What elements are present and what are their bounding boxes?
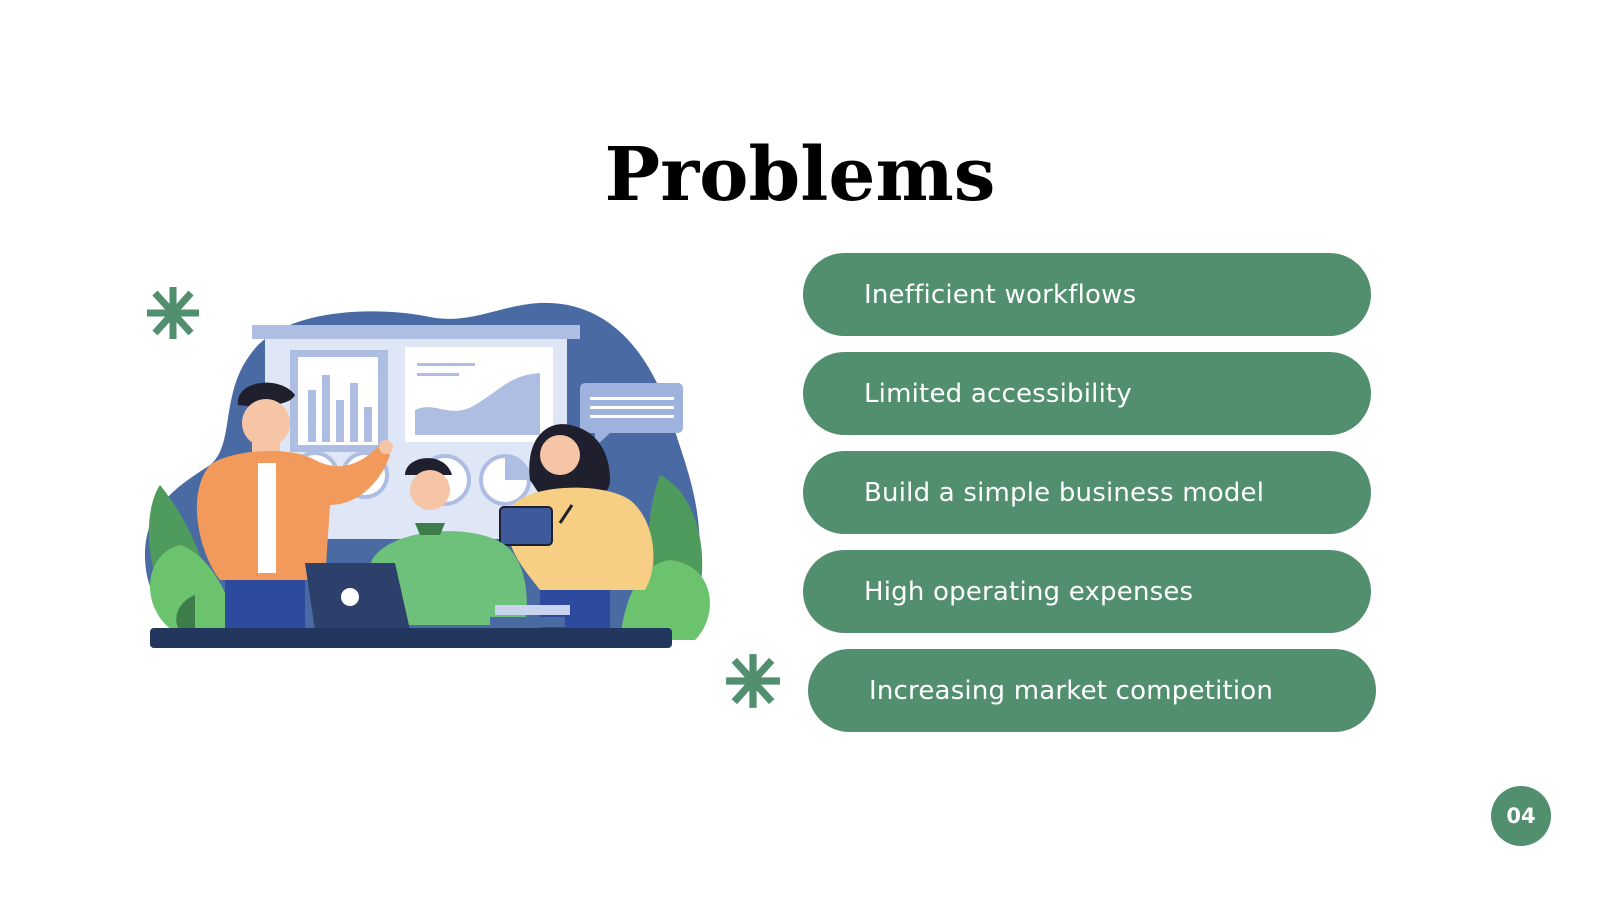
problem-item-label: Limited accessibility [864, 378, 1133, 409]
asterisk-icon [726, 654, 780, 708]
problem-item-label: High operating expenses [864, 576, 1194, 607]
asterisk-icon [147, 287, 199, 339]
problem-item: High operating expenses [803, 550, 1371, 633]
page-number-badge: 04 [1491, 786, 1551, 846]
team-meeting-illustration [145, 302, 710, 648]
page-number: 04 [1506, 804, 1536, 828]
problem-item-label: Increasing market competition [869, 675, 1274, 706]
problem-item-label: Inefficient workflows [864, 279, 1137, 310]
problem-item: Build a simple business model [803, 451, 1371, 534]
problem-item-label: Build a simple business model [864, 477, 1265, 508]
problem-item: Increasing market competition [808, 649, 1376, 732]
page-title: Problems [604, 132, 996, 218]
problem-item: Inefficient workflows [803, 253, 1371, 336]
problem-item: Limited accessibility [803, 352, 1371, 435]
